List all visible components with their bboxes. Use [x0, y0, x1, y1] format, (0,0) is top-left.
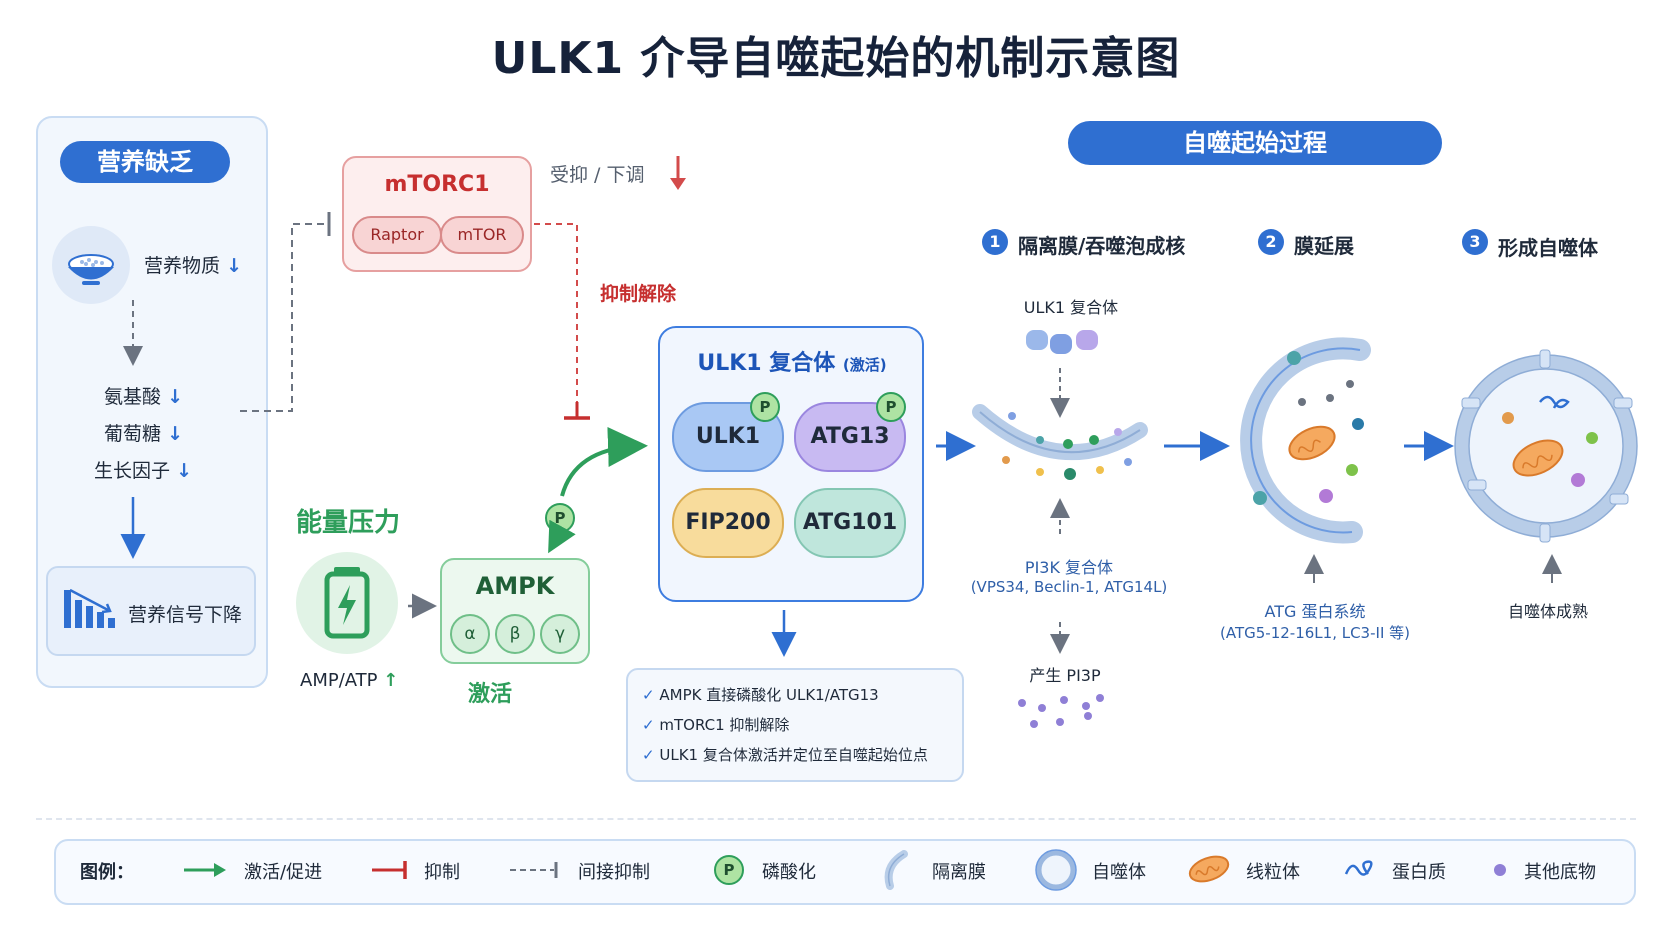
check-icon: ✓: [642, 716, 655, 734]
pi3p-label: 产生 PI3P: [1029, 666, 1101, 685]
mtorc1-inhibition-line: [534, 223, 578, 412]
ampk-alpha-subunit: α: [450, 614, 490, 654]
isolation-membrane-nucleation: [972, 330, 1148, 728]
other-substrate-icon: [1494, 864, 1506, 876]
step-2-label: 膜延展: [1294, 234, 1354, 258]
battery-icon: [296, 552, 398, 654]
ampk-gamma-subunit: γ: [540, 614, 580, 654]
ampk-beta-subunit: β: [495, 614, 535, 654]
step-1-number: 1: [982, 229, 1008, 255]
legend-mito-label: 线粒体: [1246, 862, 1300, 883]
indirect-inhibit-icon: [510, 862, 558, 878]
mitochondria-icon: [1188, 855, 1230, 883]
glucose-label: 葡萄糖 ↓: [104, 423, 183, 445]
process-header: 自噬起始过程: [1068, 121, 1442, 165]
raptor-pill: Raptor: [352, 216, 442, 254]
atg13-phospho-badge: P: [876, 392, 906, 422]
step-1-label: 隔离膜/吞噬泡成核: [1018, 234, 1186, 258]
indirect-inhibition-line: [240, 223, 327, 412]
signal-decrease-label: 营养信号下降: [128, 604, 243, 626]
step-3-label: 形成自噬体: [1498, 236, 1598, 260]
ampk-title: AMPK: [475, 572, 555, 600]
activate-arrow-icon: [184, 863, 226, 877]
legend-autophagosome-label: 自噬体: [1092, 862, 1146, 883]
legend-activate-label: 激活/促进: [244, 862, 323, 883]
pi3k-complex-label: PI3K 复合体: [1024, 558, 1114, 577]
protein-icon: [1344, 860, 1373, 876]
checklist-item: ✓ mTORC1 抑制解除: [642, 716, 790, 734]
autophagosome: [1454, 349, 1638, 583]
autophagosome-icon: [1035, 849, 1077, 891]
food-bowl-icon: [52, 226, 130, 304]
atg-system-label: ATG 蛋白系统: [1264, 602, 1366, 621]
legend-other-label: 其他底物: [1524, 862, 1596, 883]
legend-divider: [36, 818, 1636, 820]
activate-label: 激活: [468, 682, 513, 707]
check-icon: ✓: [642, 686, 655, 704]
step-2-number: 2: [1258, 229, 1284, 255]
checklist-item: ✓ ULK1 复合体激活并定位至自噬起始位点: [642, 746, 928, 764]
red-down-arrow-icon: [670, 178, 686, 190]
legend-indirect-label: 间接抑制: [578, 862, 650, 883]
ulk1-complex-small-label: ULK1 复合体: [1023, 298, 1119, 317]
page-title: ULK1 介导自噬起始的机制示意图: [491, 33, 1181, 84]
phospho-to-ampk-arrow: [548, 519, 576, 554]
summary-checklist: [626, 668, 964, 782]
bar-chart-down-icon: [62, 586, 118, 634]
suppressed-label: 受抑 / 下调: [550, 164, 645, 186]
nutrient-deprivation-header: 营养缺乏: [60, 141, 230, 183]
isolation-membrane-icon: [884, 850, 908, 890]
amino-acid-label: 氨基酸 ↓: [104, 386, 183, 408]
inhibition-release-label: 抑制解除: [600, 283, 677, 305]
legend-inhibit-label: 抑制: [424, 862, 460, 883]
energy-stress-title: 能量压力: [296, 508, 401, 538]
checklist-item: ✓ AMPK 直接磷酸化 ULK1/ATG13: [642, 686, 879, 704]
inhibit-bar-icon: [372, 861, 407, 879]
down-arrow-icon: ↓: [226, 255, 242, 277]
down-arrow-icon: ↓: [167, 423, 183, 445]
legend-box: [54, 839, 1636, 905]
phosphorylation-icon: P: [714, 855, 744, 885]
amp-atp-label: AMP/ATP ↑: [300, 670, 399, 691]
ampk-activates-ulk1-arrow: [560, 427, 648, 497]
down-arrow-icon: ↓: [176, 460, 192, 482]
mtorc1-title: mTORC1: [384, 172, 490, 197]
legend-title: 图例：: [80, 862, 134, 883]
check-icon: ✓: [642, 746, 655, 764]
mtor-pill: mTOR: [440, 216, 524, 254]
down-arrow-icon: ↓: [167, 386, 183, 408]
membrane-expansion: [1240, 337, 1371, 583]
atg-members-label: (ATG5-12-16L1, LC3-II 等): [1220, 624, 1410, 642]
legend-phos-label: 磷酸化: [762, 862, 816, 883]
fip200-protein: FIP200: [672, 488, 784, 558]
ulk1-protein: ULK1: [672, 402, 784, 472]
step-3-number: 3: [1462, 229, 1488, 255]
ulk1-complex-title: ULK1 复合体 (激活): [697, 351, 887, 376]
autophagosome-mature-label: 自噬体成熟: [1507, 602, 1588, 621]
growth-factor-label: 生长因子 ↓: [94, 460, 192, 482]
ulk1-phospho-badge: P: [750, 392, 780, 422]
legend-protein-label: 蛋白质: [1392, 862, 1446, 883]
pi3k-members-label: (VPS34, Beclin-1, ATG14L): [970, 578, 1168, 596]
legend-membrane-label: 隔离膜: [932, 862, 986, 883]
up-arrow-icon: ↑: [383, 670, 399, 691]
atg101-protein: ATG101: [794, 488, 906, 558]
nutrients-label: 营养物质 ↓: [144, 255, 242, 277]
